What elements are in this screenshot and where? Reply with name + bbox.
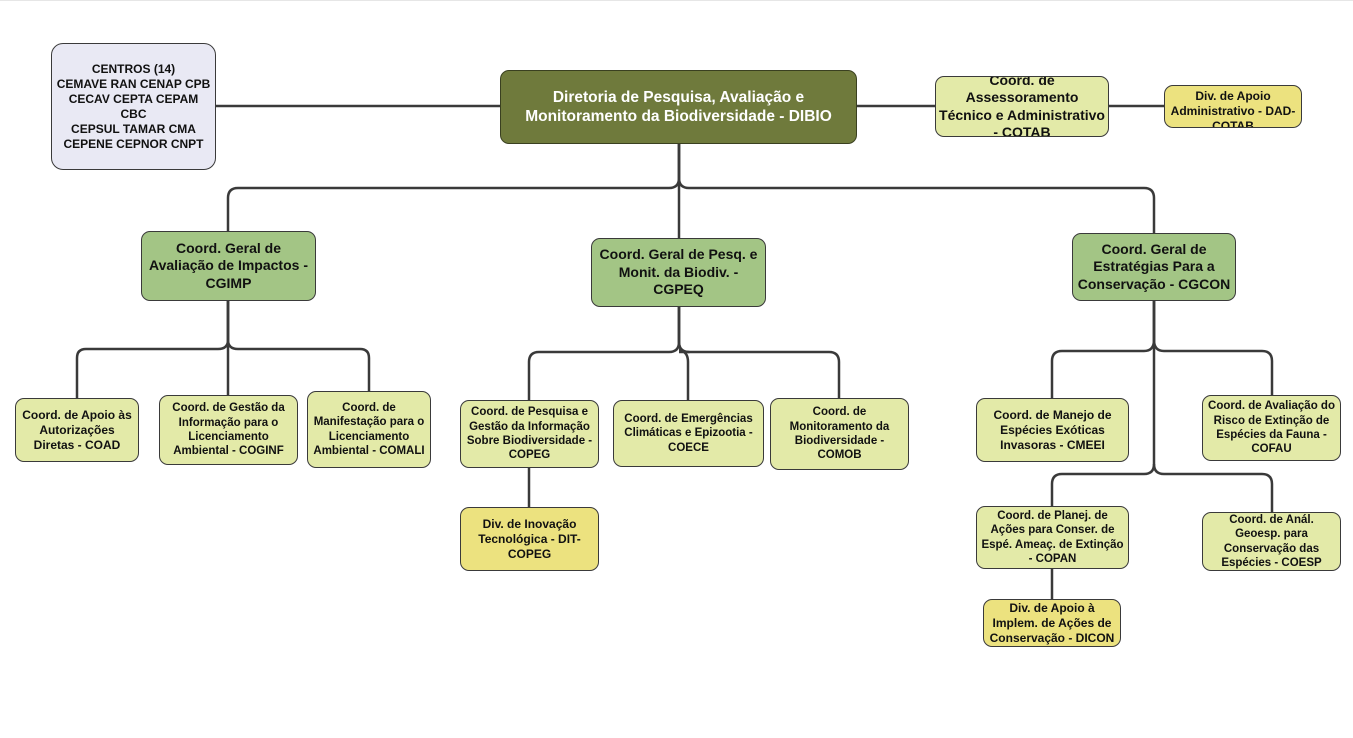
dibio-label: Diretoria de Pesquisa, Avaliação e Monit… xyxy=(525,88,832,125)
link-cgpeq-copeg xyxy=(527,307,681,400)
link-cgcon-coesp xyxy=(1152,463,1274,512)
coginf-node: Coord. de Gestão da Informação para o Li… xyxy=(159,395,298,465)
dit-label: Div. de Inovação Tecnológica - DIT-COPEG xyxy=(478,516,581,561)
centros-node: CENTROS (14) CEMAVE RAN CENAP CPB CECAV … xyxy=(51,43,216,170)
dad-node: Div. de Apoio Administrativo - DAD-COTAB xyxy=(1164,85,1302,128)
coginf-label: Coord. de Gestão da Informação para o Li… xyxy=(172,402,285,458)
cgcon-node: Coord. Geral de Estratégias Para a Conse… xyxy=(1072,233,1236,301)
dit-node: Div. de Inovação Tecnológica - DIT-COPEG xyxy=(460,507,599,571)
copan-label: Coord. de Planej. de Ações para Conser. … xyxy=(981,509,1124,565)
comob-label: Coord. de Monitoramento da Biodiversidad… xyxy=(789,406,890,462)
coece-node: Coord. de Emergências Climáticas e Epizo… xyxy=(613,400,764,467)
cgimp-node: Coord. Geral de Avaliação de Impactos - … xyxy=(141,231,316,301)
top-border xyxy=(0,0,1353,1)
cgpeq-node: Coord. Geral de Pesq. e Monit. da Biodiv… xyxy=(591,238,766,307)
cotab-node: Coord. de Assessoramento Técnico e Admin… xyxy=(935,76,1109,137)
coesp-label: Coord. de Anál. Geoesp. para Conservação… xyxy=(1221,513,1322,569)
cofau-node: Coord. de Avaliação do Risco de Extinção… xyxy=(1202,395,1341,461)
dicon-label: Div. de Apoio à Implem. de Ações de Cons… xyxy=(989,600,1115,645)
link-cgimp-coad xyxy=(75,301,230,398)
coad-node: Coord. de Apoio às Autorizações Diretas … xyxy=(15,398,139,462)
coesp-node: Coord. de Anál. Geoesp. para Conservação… xyxy=(1202,512,1341,571)
cgcon-label: Coord. Geral de Estratégias Para a Conse… xyxy=(1077,240,1231,292)
comali-label: Coord. de Manifestação para o Licenciame… xyxy=(313,401,425,457)
dad-label: Div. de Apoio Administrativo - DAD-COTAB xyxy=(1170,89,1296,128)
dicon-node: Div. de Apoio à Implem. de Ações de Cons… xyxy=(983,599,1121,647)
coece-label: Coord. de Emergências Climáticas e Epizo… xyxy=(624,412,753,454)
link-dibio-cgimp xyxy=(226,144,681,231)
link-cgcon-cofau xyxy=(1152,301,1274,395)
cgpeq-label: Coord. Geral de Pesq. e Monit. da Biodiv… xyxy=(599,246,758,298)
cgimp-label: Coord. Geral de Avaliação de Impactos - … xyxy=(149,239,308,291)
cmeei-label: Coord. de Manejo de Espécies Exóticas In… xyxy=(993,407,1112,452)
link-cgpeq-comob xyxy=(677,307,841,398)
copeg-node: Coord. de Pesquisa e Gestão da Informaçã… xyxy=(460,400,599,468)
centros-label: CENTROS (14) CEMAVE RAN CENAP CPB CECAV … xyxy=(56,61,211,151)
comob-node: Coord. de Monitoramento da Biodiversidad… xyxy=(770,398,909,470)
coad-label: Coord. de Apoio às Autorizações Diretas … xyxy=(22,407,132,452)
link-dibio-cgcon xyxy=(677,144,1156,233)
cotab-label: Coord. de Assessoramento Técnico e Admin… xyxy=(939,76,1105,137)
cmeei-node: Coord. de Manejo de Espécies Exóticas In… xyxy=(976,398,1129,462)
cofau-label: Coord. de Avaliação do Risco de Extinção… xyxy=(1208,400,1335,456)
link-cgimp-comali xyxy=(226,301,371,391)
link-cgpeq-coece-drop xyxy=(678,348,690,400)
copeg-label: Coord. de Pesquisa e Gestão da Informaçã… xyxy=(466,406,593,462)
copan-node: Coord. de Planej. de Ações para Conser. … xyxy=(976,506,1129,569)
dibio-node: Diretoria de Pesquisa, Avaliação e Monit… xyxy=(500,70,857,144)
link-cgcon-cmeei xyxy=(1050,301,1156,398)
comali-node: Coord. de Manifestação para o Licenciame… xyxy=(307,391,431,468)
